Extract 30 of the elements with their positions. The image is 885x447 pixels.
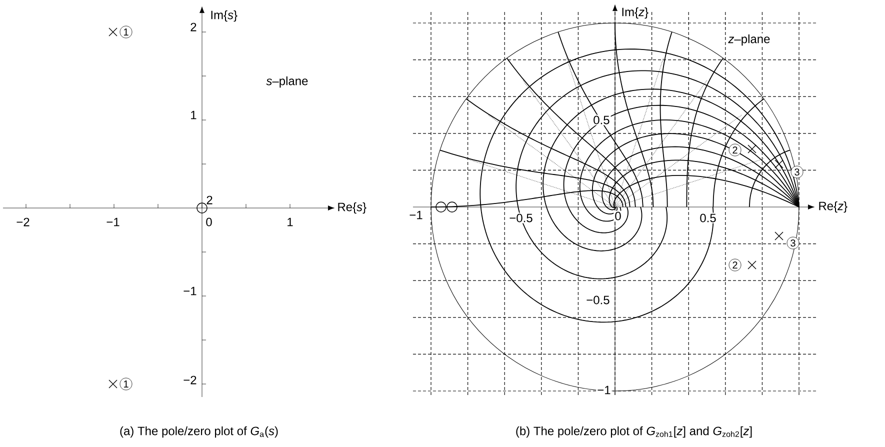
tick-label: −0.5	[585, 294, 611, 306]
axis-label: Re{z}	[819, 201, 848, 213]
circled-number: 3	[786, 236, 800, 250]
tick-label: −1	[408, 210, 424, 220]
circled-number: 1	[120, 26, 132, 38]
tick-label: 0	[614, 210, 622, 222]
tick-label: −2	[184, 376, 196, 384]
tick-label: 0.5	[698, 212, 718, 224]
tick-label: 1	[288, 218, 293, 226]
multiplicity-label: 2	[206, 196, 212, 204]
axis-label: Im{z}	[622, 7, 648, 19]
tick-label: −1	[106, 218, 120, 226]
tick-label: 1	[191, 110, 196, 120]
tick-label: 0.5	[592, 114, 611, 126]
circled-number: 3	[790, 166, 804, 178]
circled-number: 2	[728, 144, 742, 156]
caption: (b) The pole/zero plot of G$_{zoh1}$[z] and G$_{zoh2}$[z]	[516, 426, 752, 438]
tick-label: −2	[16, 218, 30, 226]
axis-label: Re{s}	[338, 202, 366, 214]
axis-label: Im{s}	[211, 10, 238, 22]
tick-label: 0	[206, 218, 212, 226]
caption: (a) The pole/zero plot of G$_{a}$(s)	[120, 426, 278, 438]
tick-label: −1	[184, 286, 196, 296]
circled-number: 2	[728, 258, 742, 272]
tick-label: z–plane	[727, 33, 772, 47]
circled-number: 1	[120, 378, 132, 390]
tick-label: −0.5	[508, 212, 534, 224]
tick-label: −1	[596, 384, 612, 396]
tick-label: 2	[190, 22, 196, 32]
plane-label: s–plane	[266, 76, 308, 88]
